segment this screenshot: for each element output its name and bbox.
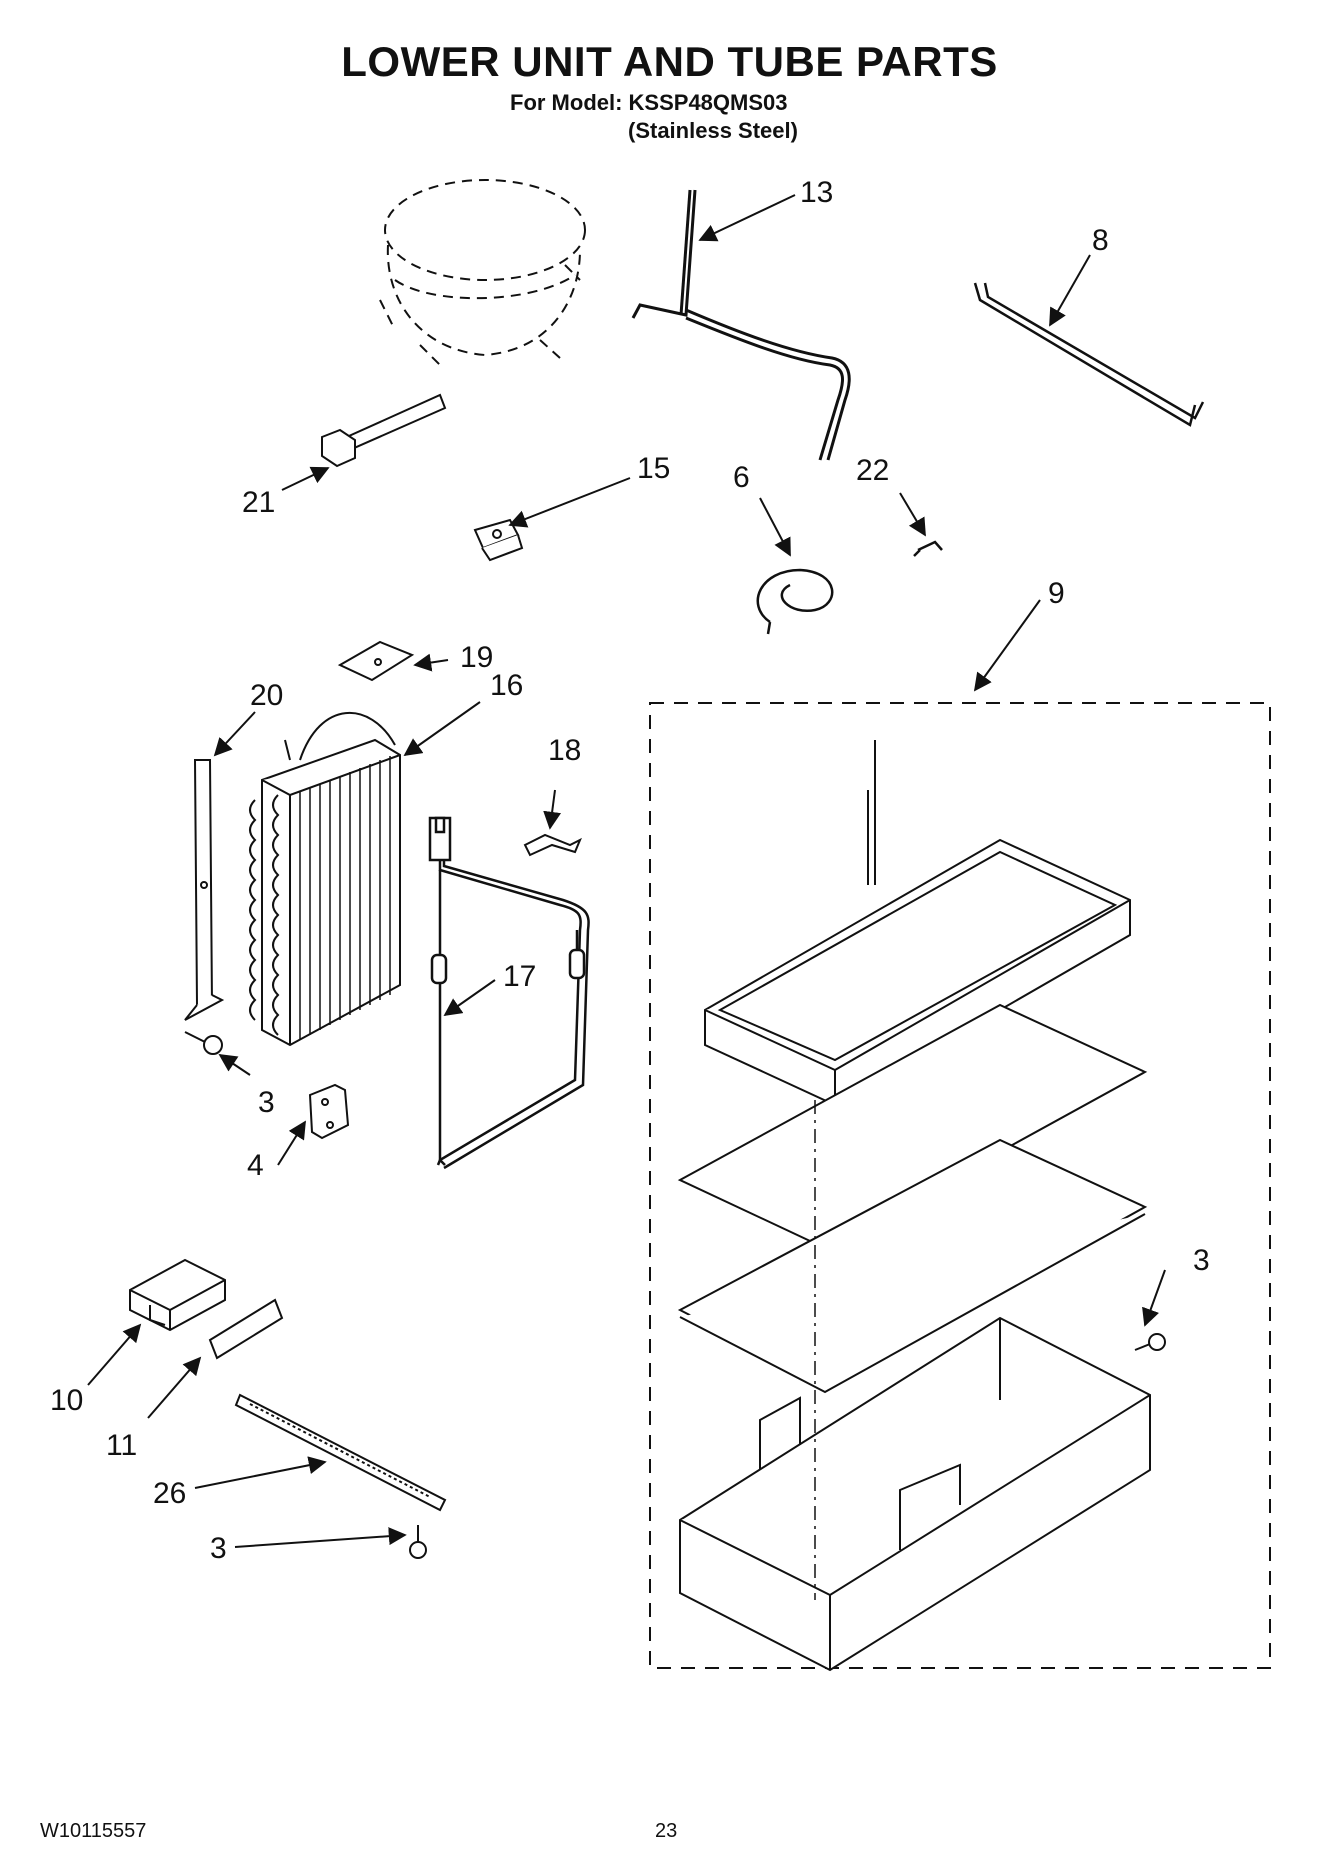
callout-20: 20	[250, 679, 283, 712]
callout-22: 22	[856, 454, 889, 487]
callout-4: 4	[247, 1149, 264, 1182]
part-3-screw-upper	[184, 1031, 223, 1055]
callout-13: 13	[800, 176, 833, 209]
part-3-screw-lower	[409, 1525, 427, 1559]
model-line: For Model: KSSP48QMS03	[510, 90, 788, 115]
callout-3-lower: 3	[210, 1532, 227, 1565]
compressor-outline	[379, 179, 586, 366]
part-13-tube	[631, 189, 851, 461]
part-17-heater-wire	[428, 816, 590, 1170]
doc-number: W10115557	[40, 1820, 147, 1842]
part-22-clip	[913, 540, 943, 557]
part-15-clip	[473, 518, 524, 562]
part-9-pads	[677, 1003, 1148, 1394]
page-title: LOWER UNIT AND TUBE PARTS	[341, 38, 998, 85]
part-4-bracket	[308, 1083, 350, 1140]
callout-10: 10	[50, 1384, 83, 1417]
callout-9: 9	[1048, 577, 1065, 610]
part-9-drain-pan	[704, 740, 1131, 1107]
part-20-bracket	[184, 759, 225, 1021]
callout-18: 18	[548, 734, 581, 767]
finish-line: (Stainless Steel)	[628, 118, 798, 143]
part-9-housing	[679, 1316, 1151, 1672]
page-number: 23	[655, 1820, 678, 1842]
part-8-tube	[973, 282, 1205, 427]
part-11-plate	[208, 1298, 284, 1360]
callout-8: 8	[1092, 224, 1109, 257]
part-6-coil	[756, 568, 834, 635]
callout-17: 17	[503, 960, 536, 993]
callout-15: 15	[637, 452, 670, 485]
part-18-clip	[523, 833, 582, 857]
part-16-evaporator	[249, 711, 401, 1047]
part-19-plate	[337, 640, 415, 682]
callout-19: 19	[460, 641, 493, 674]
callout-3-right: 3	[1193, 1244, 1210, 1277]
leader-arrows	[87, 194, 1166, 1548]
callout-6: 6	[733, 461, 750, 494]
callout-16: 16	[490, 669, 523, 702]
callout-3-upper: 3	[258, 1086, 275, 1119]
part-10-box	[129, 1258, 226, 1332]
part-26-strip	[234, 1393, 447, 1512]
callout-26: 26	[153, 1477, 186, 1510]
part-3-screw-right	[1134, 1333, 1166, 1351]
part-21-cable-tie	[321, 393, 447, 468]
callout-11: 11	[106, 1429, 137, 1462]
callout-21: 21	[242, 486, 275, 519]
